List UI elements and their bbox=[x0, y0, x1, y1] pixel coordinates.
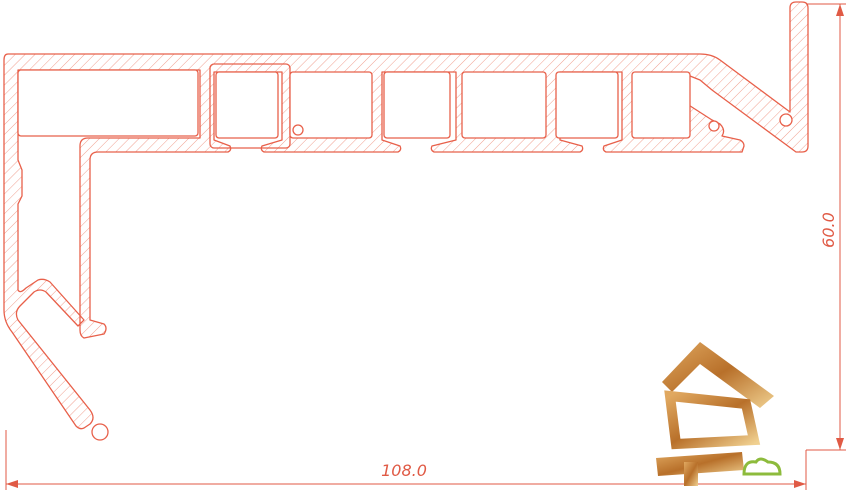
height-label: 60.0 bbox=[819, 212, 838, 248]
width-label: 108.0 bbox=[381, 461, 427, 480]
width-dimension: 108.0 bbox=[5, 430, 807, 490]
clip-hook-3 bbox=[779, 113, 793, 127]
chamber-4 bbox=[383, 71, 451, 139]
clip-hook-1 bbox=[292, 124, 304, 136]
chamber-2 bbox=[215, 71, 279, 139]
clip-hook-4 bbox=[91, 423, 109, 441]
height-dimension: 60.0 bbox=[806, 3, 846, 451]
house-logo-icon bbox=[648, 342, 786, 486]
chamber-3 bbox=[289, 71, 373, 139]
chamber-7 bbox=[631, 71, 691, 139]
chamber-5 bbox=[461, 71, 547, 139]
chamber-6 bbox=[555, 71, 619, 139]
chamber-left bbox=[17, 69, 199, 137]
clip-hook-2 bbox=[708, 120, 720, 132]
